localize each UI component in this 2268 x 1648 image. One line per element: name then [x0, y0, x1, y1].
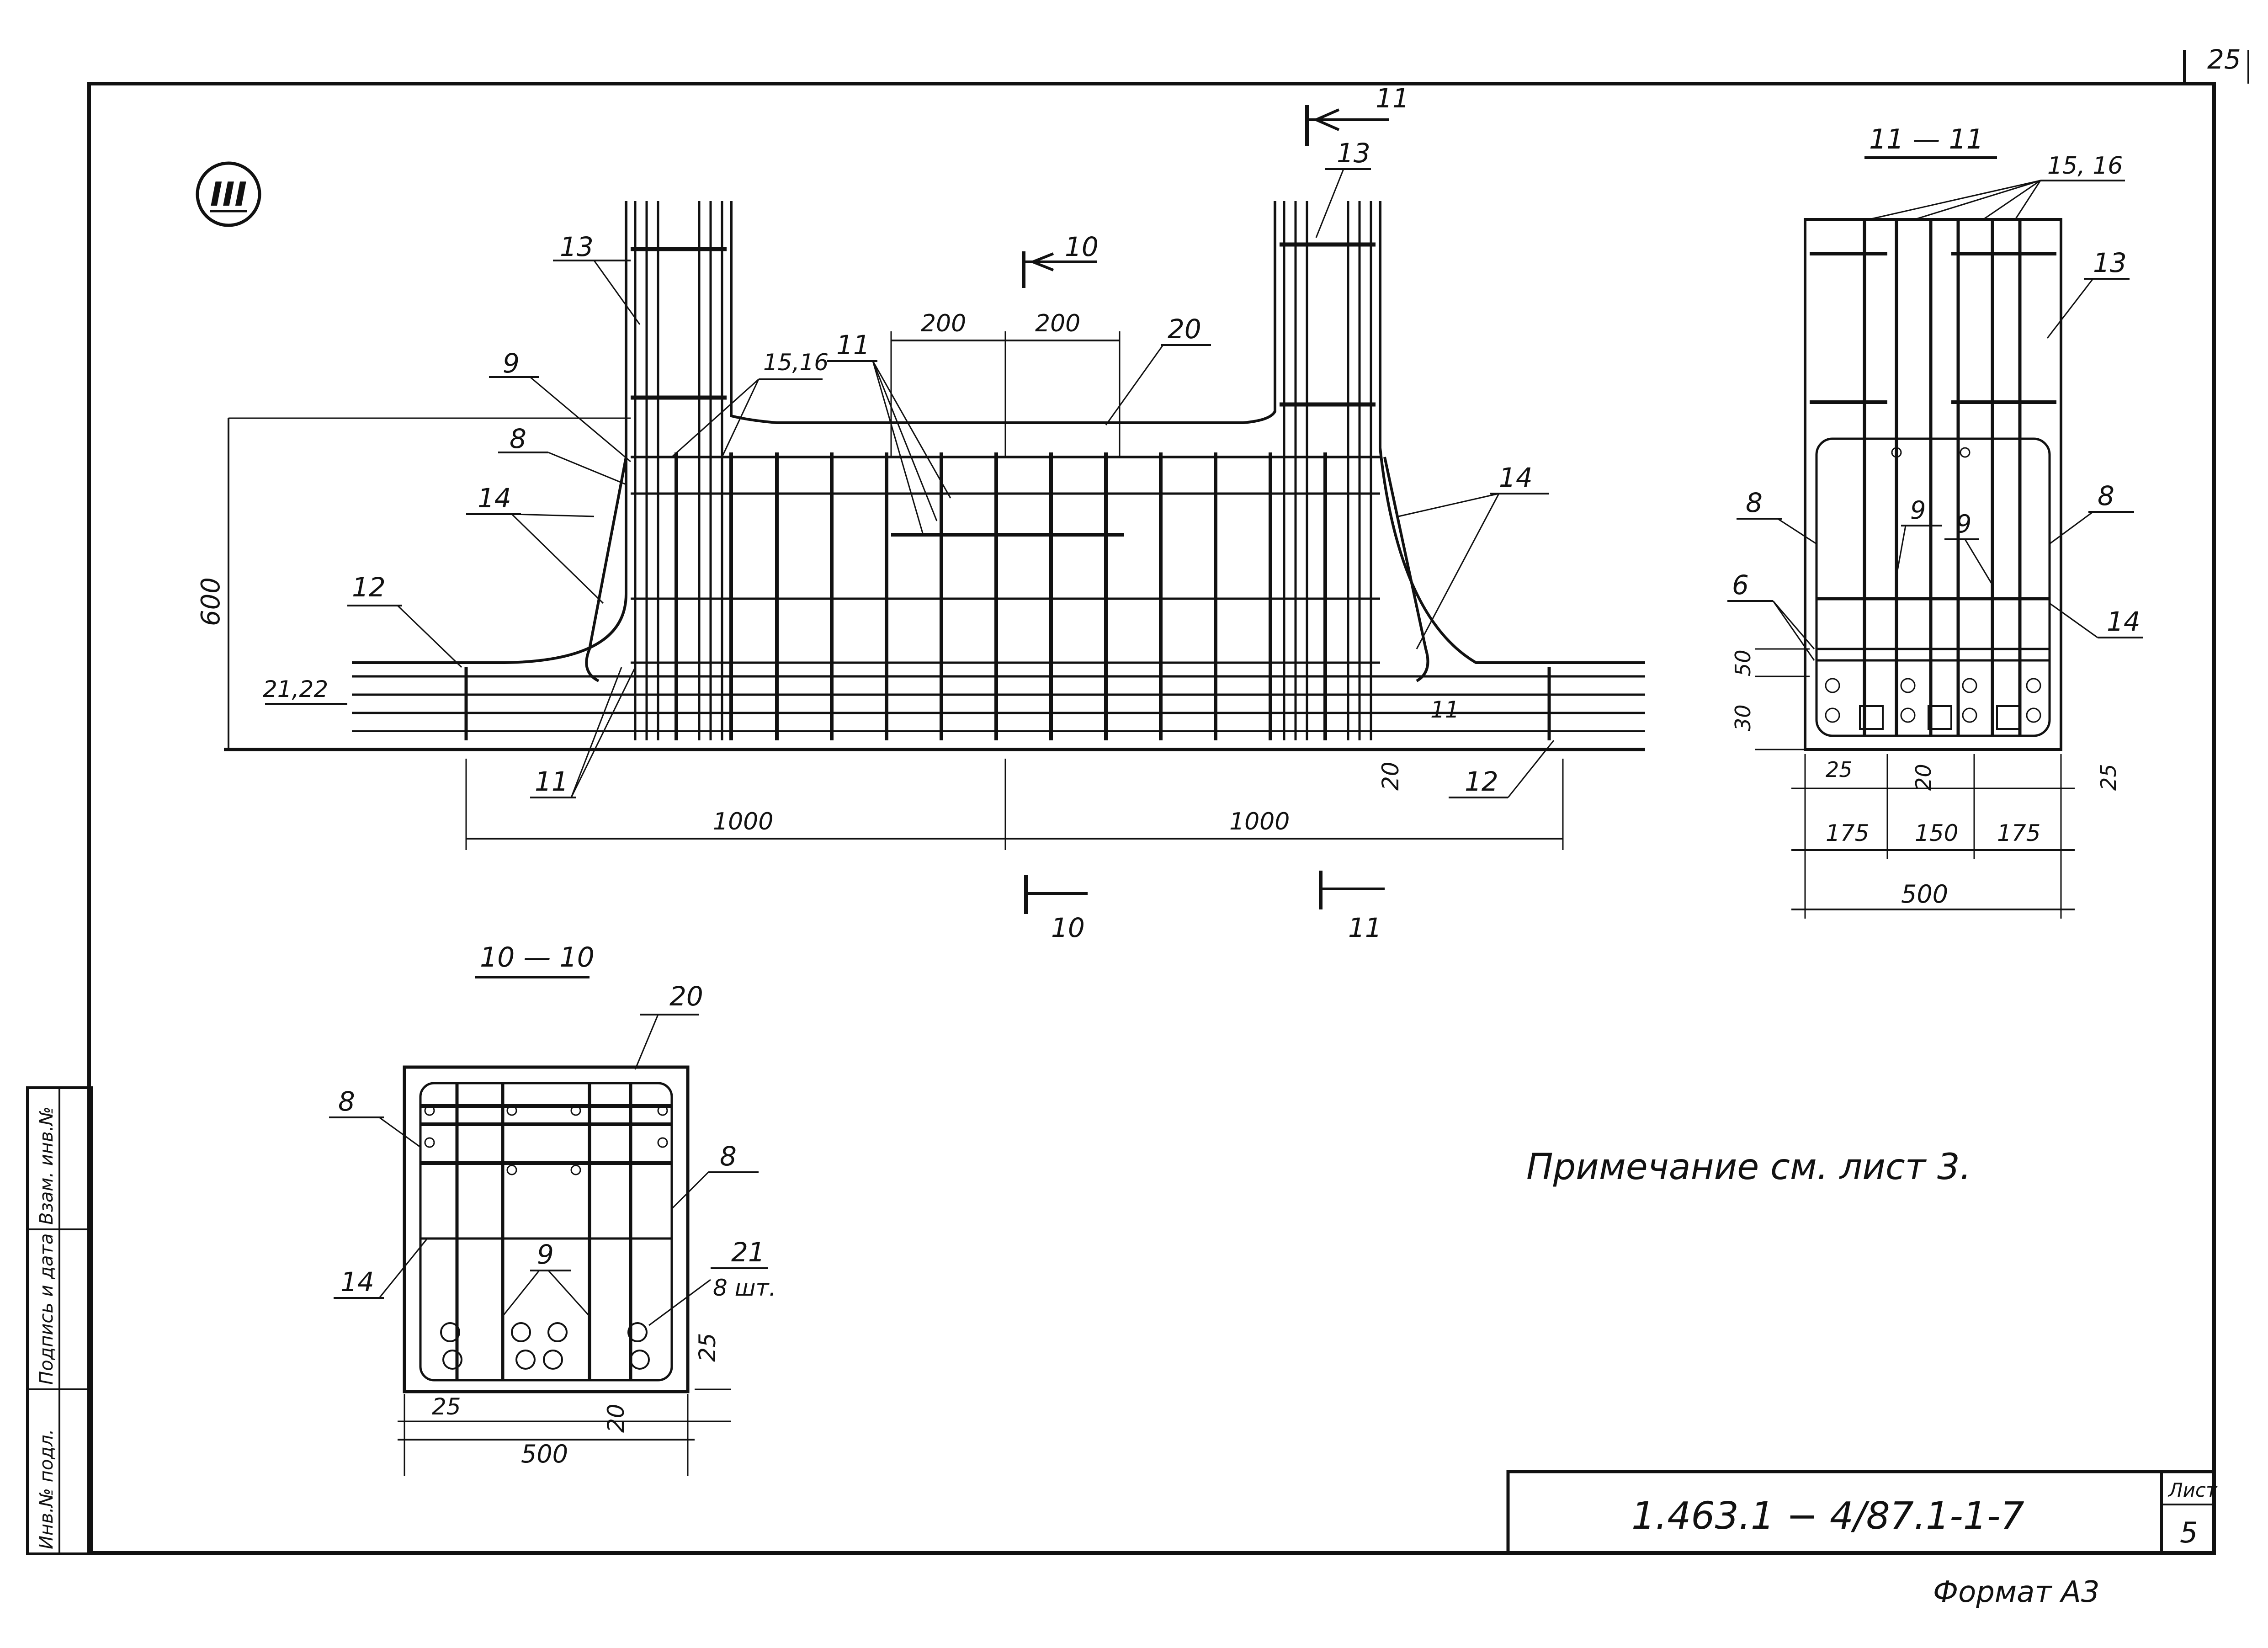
sec11-label-8-right: 8: [2098, 480, 2114, 511]
label-21-22: 21,22: [263, 676, 328, 702]
beam-stirrups: [675, 452, 1327, 740]
sec11-label-13: 13: [2093, 247, 2127, 278]
section-11-11: 11 — 11: [1727, 123, 2143, 919]
section-10-10: 10 — 10: [329, 941, 776, 1476]
sec10-dim-25-bottom: 25: [432, 1393, 461, 1420]
sec11-label-8-left: 8: [1746, 487, 1763, 518]
cut-markers: 11 10 10 11: [1022, 83, 1409, 943]
sec10-dim-500: 500: [521, 1440, 568, 1468]
sec10-label-9: 9: [537, 1239, 554, 1270]
format-label: Формат А3: [1933, 1575, 2100, 1609]
detail-mark-text: III: [210, 175, 247, 213]
label-20: 20: [1168, 314, 1201, 345]
sec11-dim-50: 50: [1731, 649, 1755, 676]
label-13-right: 13: [1337, 138, 1370, 169]
label-11-bottom: 11: [535, 766, 568, 797]
sec10-label-14: 14: [340, 1266, 374, 1297]
section-10-bars: [424, 1105, 668, 1370]
label-11-right: 11: [1430, 696, 1460, 723]
dim-1000-right: 1000: [1229, 808, 1290, 835]
label-12-left: 12: [352, 572, 386, 603]
document-code: 1.463.1 − 4/87.1-1-7: [1631, 1494, 2024, 1538]
sec11-label-15-16: 15, 16: [2047, 152, 2123, 180]
label-12-right: 12: [1465, 766, 1498, 797]
stamp-replaced-inv: Взам. инв.№: [36, 1106, 57, 1225]
label-11-top: 11: [836, 330, 870, 361]
dim-200-right: 200: [1035, 310, 1080, 337]
sec11-label-9b: 9: [1956, 510, 1971, 538]
sec11-dim-20: 20: [1911, 764, 1936, 791]
sec11-label-6: 6: [1732, 569, 1749, 601]
sec10-label-8-right: 8: [720, 1141, 737, 1172]
sheet-label: Лист: [2167, 1479, 2218, 1501]
sec10-dim-25-side: 25: [694, 1333, 721, 1362]
section-10-title: 10 — 10: [480, 941, 595, 973]
sheet-number: 5: [2180, 1516, 2198, 1549]
right-column-rebars: [1280, 201, 1376, 740]
sec10-label-21-count: 8 шт.: [713, 1275, 776, 1301]
sec11-label-14: 14: [2107, 606, 2141, 637]
main-elevation-view: 600 200 200 1000 1000 20 13 13 9: [196, 83, 1645, 943]
main-view-labels: 13 13 9 8 14 14 12 12 21,: [263, 138, 1555, 798]
sec11-label-9a: 9: [1910, 496, 1926, 525]
left-column-rebars: [631, 201, 727, 740]
sec11-dim-500: 500: [1901, 880, 1948, 909]
detail-mark-iii: III: [196, 161, 261, 227]
sec10-label-8-left: 8: [338, 1086, 355, 1117]
label-8: 8: [510, 423, 526, 454]
sec10-label-21: 21: [731, 1237, 765, 1268]
label-13-left: 13: [560, 231, 594, 262]
sheet-frame: 25: [87, 44, 2249, 1555]
section-11-bars: [1825, 447, 2041, 730]
sec11-dim-150: 150: [1915, 820, 1958, 846]
sec11-dim-25-side: 25: [2096, 764, 2121, 791]
label-14-right: 14: [1499, 462, 1533, 493]
cut-11-top-label: 11: [1376, 83, 1409, 114]
label-9: 9: [503, 348, 520, 379]
dim-200-left: 200: [921, 310, 966, 337]
cut-11-bottom-label: 11: [1348, 912, 1382, 943]
sec11-dim-30: 30: [1731, 704, 1755, 731]
cut-10-top-label: 10: [1065, 231, 1099, 262]
dim-20-main: 20: [1377, 761, 1404, 791]
label-15-16: 15,16: [763, 349, 829, 376]
section-11-title: 11 — 11: [1869, 123, 1984, 155]
dim-1000-left: 1000: [713, 808, 773, 835]
title-block: 1.463.1 − 4/87.1-1-7 Лист 5: [1506, 1470, 2218, 1555]
dim-600: 600: [196, 577, 226, 626]
sec10-dim-20: 20: [603, 1403, 629, 1433]
stamp-inv-original: Инв.№ подл.: [36, 1429, 57, 1549]
sec11-dim-25-bottom: 25: [1826, 757, 1853, 782]
note-text: Примечание см. лист 3.: [1526, 1147, 1971, 1188]
stamp-signature-date: Подпись и дата: [36, 1233, 57, 1385]
cut-10-bottom-label: 10: [1051, 912, 1085, 943]
sec10-label-20: 20: [669, 981, 703, 1012]
label-14-left: 14: [478, 483, 511, 514]
side-stamp: Инв.№ подл. Подпись и дата Взам. инв.№: [26, 1086, 93, 1555]
sec11-dim-175-left: 175: [1826, 820, 1869, 846]
sec11-dim-175-right: 175: [1997, 820, 2040, 846]
top-sheet-number: 25: [2207, 44, 2241, 75]
